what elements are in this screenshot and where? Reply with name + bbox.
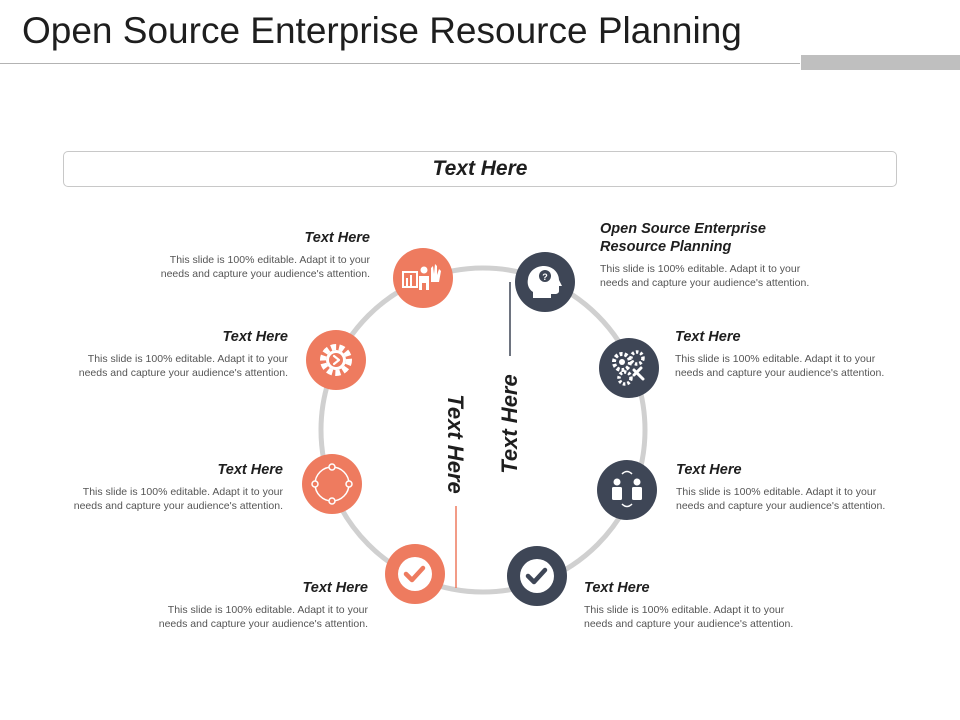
banner-box: Text Here [63, 151, 897, 187]
item-body: This slide is 100% editable. Adapt it to… [675, 353, 885, 379]
item-block-6: Text Here This slide is 100% editable. A… [675, 328, 960, 380]
item-heading: Text Here [584, 580, 650, 596]
node-head: ? [515, 252, 575, 312]
item-body: This slide is 100% editable. Adapt it to… [158, 604, 368, 630]
item-heading: Text Here [217, 462, 283, 478]
ring-track [318, 265, 648, 595]
node-presentation [393, 248, 453, 308]
center-label-right: Text Here [497, 374, 522, 474]
title-accent-bar [801, 55, 960, 70]
item-block-4: Text Here This slide is 100% editable. A… [38, 579, 368, 631]
item-block-7: Text Here This slide is 100% editable. A… [676, 461, 960, 513]
title-divider [0, 63, 800, 64]
item-block-3: Text Here This slide is 100% editable. A… [0, 461, 283, 513]
item-heading: Text Here [222, 329, 288, 345]
gear-icon [320, 344, 352, 376]
checkmark-icon [403, 565, 426, 583]
banner-text: Text Here [432, 157, 528, 180]
node-check-right [507, 546, 567, 606]
item-block-8: Text Here This slide is 100% editable. A… [584, 579, 914, 631]
center-label-left: Text Here [443, 394, 468, 494]
item-body: This slide is 100% editable. Adapt it to… [584, 604, 794, 630]
item-block-2: Text Here This slide is 100% editable. A… [0, 328, 288, 380]
node-gears [599, 338, 659, 398]
item-body: This slide is 100% editable. Adapt it to… [160, 254, 370, 280]
head-question-icon: ? [527, 266, 562, 298]
item-heading: Text Here [675, 329, 741, 345]
presentation-icon [402, 264, 441, 290]
item-body: This slide is 100% editable. Adapt it to… [73, 486, 283, 512]
item-body: This slide is 100% editable. Adapt it to… [676, 486, 886, 512]
cycle-icon [311, 463, 353, 505]
node-gear [306, 330, 366, 390]
checkmark-icon [525, 567, 548, 585]
gears-icon [612, 350, 645, 386]
item-heading: Text Here [302, 580, 368, 596]
item-heading: Text Here [304, 230, 370, 246]
svg-text:?: ? [542, 272, 548, 282]
slide-title: Open Source Enterprise Resource Planning [22, 10, 742, 51]
item-heading: Text Here [676, 462, 742, 478]
item-body: This slide is 100% editable. Adapt it to… [600, 263, 810, 289]
item-body: This slide is 100% editable. Adapt it to… [78, 353, 288, 379]
node-cycle [302, 454, 362, 514]
node-check-left [385, 544, 445, 604]
node-people [597, 460, 657, 520]
item-block-1: Text Here This slide is 100% editable. A… [40, 229, 370, 281]
people-exchange-icon [612, 470, 642, 508]
